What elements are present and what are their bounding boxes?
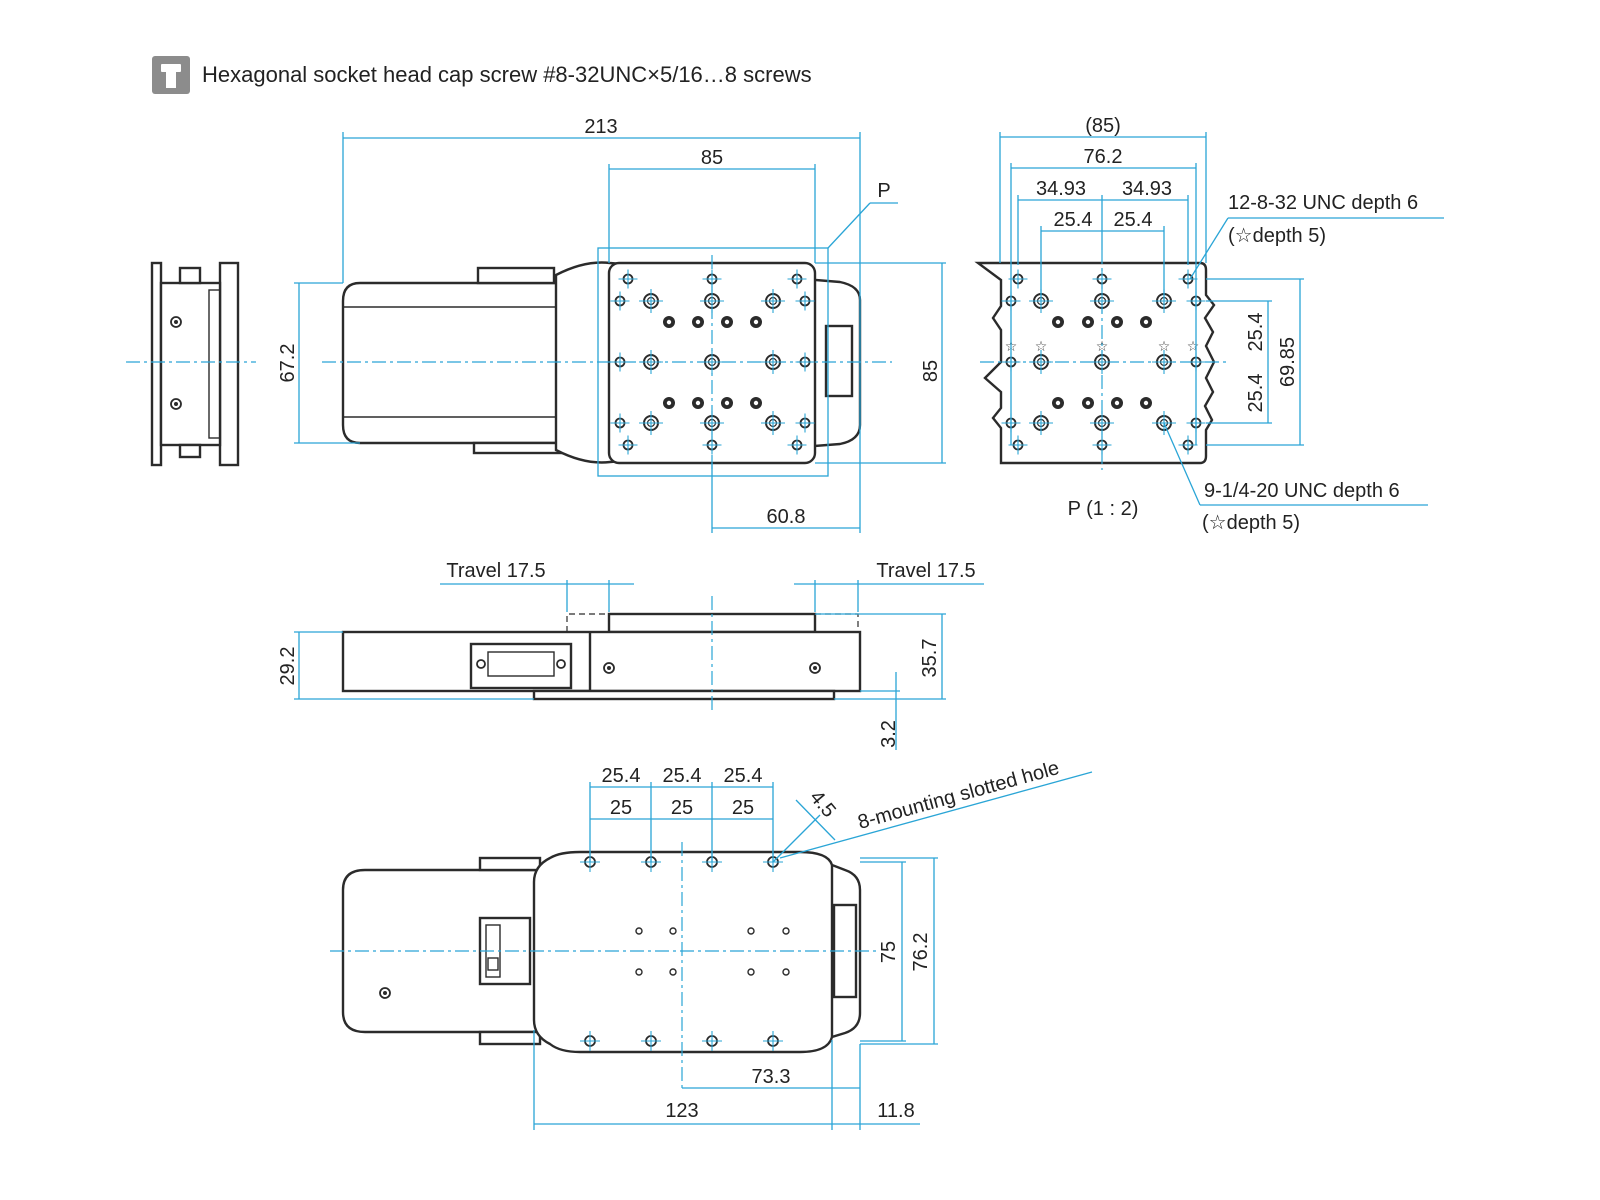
note-bottom-line1: 9-1/4-20 UNC depth 6: [1204, 480, 1400, 502]
side-view: [341, 596, 862, 712]
dim-69-85: 69.85: [1277, 337, 1299, 387]
mounting-hole: [747, 927, 755, 935]
dim-25-4-vertical-bottom: 25.4: [1245, 374, 1267, 413]
scale-label: P (1 : 2): [1068, 498, 1139, 520]
dim-67-2: 67.2: [277, 344, 299, 383]
dim-73-3: 73.3: [752, 1066, 791, 1088]
top-view-dimensions: 213 85 P 67.2 85 60.8: [277, 116, 946, 533]
bottom-view: [330, 842, 880, 1090]
star-marker: ☆: [1096, 339, 1109, 355]
note-top-line2: (☆depth 5): [1228, 225, 1326, 247]
legend-row: Hexagonal socket head cap screw #8-32UNC…: [152, 56, 812, 94]
detail-p-holes: ☆☆☆☆☆: [1001, 269, 1206, 455]
dim-34-93-right: 34.93: [1122, 178, 1172, 200]
dim-3-2: 3.2: [878, 720, 900, 748]
dim-35-7: 35.7: [919, 639, 941, 678]
dim-85-top: 85: [701, 147, 723, 169]
mounting-hole: [669, 968, 677, 976]
dim-25-4-c: 25.4: [724, 765, 763, 787]
mounting-hole: [782, 927, 790, 935]
note-slotted-hole: 8-mounting slotted hole: [855, 757, 1061, 834]
mounting-hole: [635, 968, 643, 976]
dim-4-5: 4.5: [805, 786, 840, 821]
travel-right: Travel 17.5: [876, 560, 975, 582]
dim-60-8: 60.8: [767, 506, 806, 528]
dim-11-8: 11.8: [877, 1100, 914, 1122]
mounting-hole: [782, 968, 790, 976]
dim-25-4-right: 25.4: [1114, 209, 1153, 231]
mounting-hole: [669, 927, 677, 935]
end-view: [126, 261, 256, 467]
label-p: P: [877, 180, 890, 202]
star-marker: ☆: [1187, 339, 1200, 355]
note-bottom-line2: (☆depth 5): [1202, 512, 1300, 534]
dim-25-4-left: 25.4: [1054, 209, 1093, 231]
star-marker: ☆: [1035, 339, 1048, 355]
top-view: [322, 202, 898, 477]
dim-213: 213: [584, 116, 617, 138]
dim-25-b: 25: [671, 797, 693, 819]
dim-76-2-vertical: 76.2: [910, 933, 932, 972]
travel-left: Travel 17.5: [446, 560, 545, 582]
dim-25-4-a: 25.4: [602, 765, 641, 787]
dim-29-2: 29.2: [277, 647, 299, 686]
star-marker: ☆: [1158, 339, 1171, 355]
dim-34-93-left: 34.93: [1036, 178, 1086, 200]
dim-25-4-vertical-top: 25.4: [1245, 313, 1267, 352]
hex-socket-cap-screw-icon: [152, 56, 190, 94]
bottom-view-holes: [580, 852, 790, 1051]
dim-25-c: 25: [732, 797, 754, 819]
mounting-hole: [747, 968, 755, 976]
top-view-holes: [610, 269, 815, 455]
dim-85-right: 85: [920, 360, 942, 382]
note-top-line1: 12-8-32 UNC depth 6: [1228, 192, 1418, 214]
dim-85-paren: (85): [1085, 115, 1121, 137]
dim-123: 123: [665, 1100, 698, 1122]
dim-76-2: 76.2: [1084, 146, 1123, 168]
side-view-dimensions: Travel 17.5 Travel 17.5 29.2 35.7 3.2: [277, 560, 984, 750]
legend-text: Hexagonal socket head cap screw #8-32UNC…: [202, 62, 812, 87]
dim-25-4-b: 25.4: [663, 765, 702, 787]
dim-25-a: 25: [610, 797, 632, 819]
detail-p-dimensions: (85) 76.2 34.93 34.93 25.4 25.4 12-8-32 …: [999, 115, 1444, 534]
mounting-hole: [635, 927, 643, 935]
dim-75: 75: [878, 941, 900, 963]
